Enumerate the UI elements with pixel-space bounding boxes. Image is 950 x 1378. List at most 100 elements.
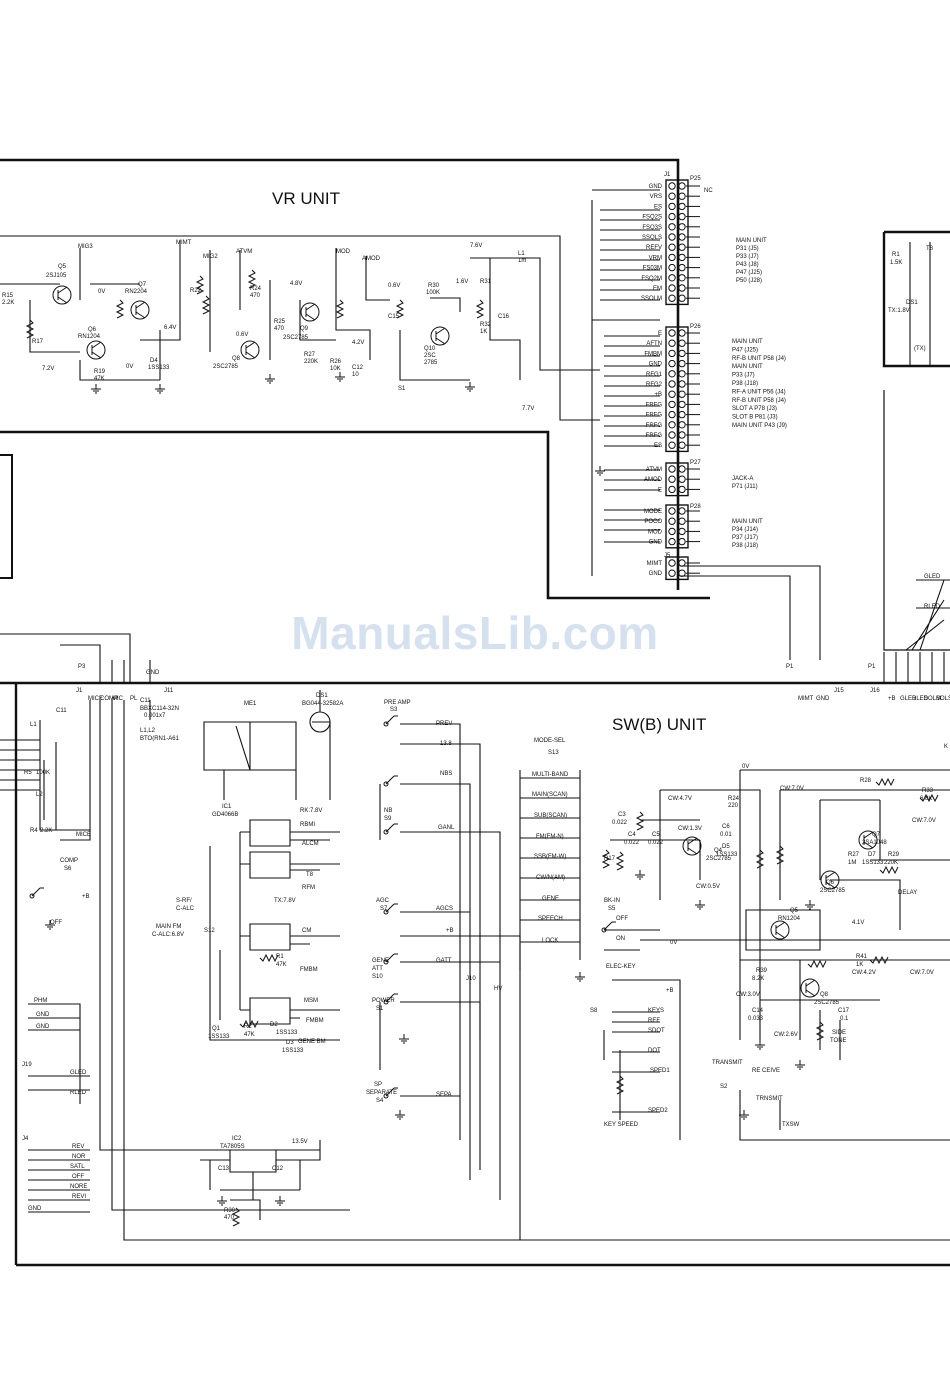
swb-component-label: 2.2K bbox=[40, 828, 52, 834]
swb-component-label: FMBM bbox=[300, 967, 318, 973]
swb-component-label: J16 bbox=[870, 688, 880, 694]
resistor-symbol bbox=[919, 793, 939, 803]
swb-component-label: 0V bbox=[742, 764, 749, 770]
ground-symbol bbox=[739, 1110, 749, 1120]
connector-j3-ref: P71 (J11) bbox=[732, 484, 758, 490]
swb-component-label: R41 bbox=[856, 954, 868, 960]
connector-j2-ref: RF-B UNIT P58 (J4) bbox=[732, 398, 786, 404]
connector-j4-pin bbox=[668, 537, 676, 546]
swb-component-label: (TX) bbox=[914, 346, 926, 352]
swb-component-label: RBMI bbox=[300, 822, 315, 828]
swb-component-label: R30 bbox=[224, 1208, 236, 1214]
connector-j4-housing bbox=[665, 504, 689, 549]
swb-component-label: S7 bbox=[380, 906, 388, 912]
vr-component-label: AMOD bbox=[362, 256, 381, 262]
swb-component-label: Q5 bbox=[790, 908, 799, 914]
swb-component-label: 0.001x7 bbox=[144, 713, 166, 719]
ground-symbol bbox=[275, 1196, 285, 1206]
connector-j4-pin-label: MODE bbox=[644, 509, 662, 515]
swb-component-label: MIMT bbox=[798, 696, 814, 702]
swb-component-label: R5 bbox=[24, 770, 32, 776]
swb-component-label: 100K bbox=[36, 770, 50, 776]
swb-component-label: S1 bbox=[376, 1006, 384, 1012]
swb-component-label: RLED bbox=[70, 1090, 87, 1096]
vr-component-label: S1 bbox=[398, 386, 406, 392]
swb-component-label: 220K bbox=[884, 860, 898, 866]
vr-component-label: 7.7V bbox=[522, 406, 534, 412]
swb-component-label: 1K bbox=[856, 962, 863, 968]
swb-component-label: S8 bbox=[590, 1008, 598, 1014]
swb-component-label: R2 bbox=[244, 1024, 252, 1030]
connector-j3-pin-label: E bbox=[658, 487, 662, 493]
vr-component-label: Q8 bbox=[232, 356, 241, 362]
swb-component-label: 2SC2785 bbox=[820, 888, 846, 894]
swb-component-label: GND bbox=[146, 670, 160, 676]
connector-j2-ref: SLOT B P81 (J3) bbox=[732, 415, 778, 421]
ground-symbol bbox=[695, 900, 705, 910]
vr-component-label: 1m bbox=[518, 258, 526, 264]
swb-component-label: PL bbox=[130, 696, 138, 702]
connector-j3-pin bbox=[678, 485, 686, 494]
swb-component-label: SATL bbox=[70, 1164, 85, 1170]
swb-component-label: J11 bbox=[164, 688, 174, 694]
connector-j2-pin bbox=[668, 441, 676, 449]
connector-j2-ref: P33 (J7) bbox=[732, 373, 755, 379]
swb-component-label: +B bbox=[446, 928, 454, 934]
connector-j1-pin-label: FSQ2S bbox=[642, 215, 662, 221]
vr-component-label: RN2204 bbox=[125, 289, 148, 295]
connector-j1-pin bbox=[668, 223, 676, 231]
connector-j3-pin bbox=[678, 465, 686, 473]
swb-component-label: L2 bbox=[36, 792, 43, 798]
connector-j2-pin bbox=[668, 380, 676, 388]
vr-component-label: C15 bbox=[388, 314, 400, 320]
swb-component-label: Q7 bbox=[872, 832, 881, 838]
connector-p26-name: P26 bbox=[690, 324, 701, 330]
swb-component-label: COMP bbox=[60, 858, 78, 864]
vr-component-label: R26 bbox=[330, 359, 342, 365]
swb-component-label: MIC bbox=[112, 696, 124, 702]
swb-component-label: C5 bbox=[652, 832, 660, 838]
transistor-leads bbox=[805, 979, 816, 997]
vr-component-label: 2SC2785 bbox=[283, 335, 309, 341]
swb-component-label: C11 bbox=[140, 698, 151, 704]
resistor-symbol bbox=[335, 299, 345, 319]
switch-contact bbox=[383, 959, 389, 965]
connector-j1-pin bbox=[668, 263, 676, 272]
vr-component-label: R31 bbox=[480, 279, 492, 285]
vr-component-label: MOD bbox=[336, 249, 351, 255]
swb-component-label: C11 bbox=[56, 708, 67, 714]
connector-j2-pin bbox=[678, 431, 686, 439]
swb-component-label: ALCM bbox=[302, 841, 319, 847]
switch-contact bbox=[383, 721, 389, 727]
swb-component-label: IC1 bbox=[222, 804, 232, 810]
swb-component-label: SIDE bbox=[832, 1030, 846, 1036]
connector-j1-pin bbox=[668, 243, 676, 251]
connector-j2-ref: P47 (J25) bbox=[732, 347, 758, 353]
connector-j2-pin-label: FMBM bbox=[644, 351, 662, 357]
vr-component-label: 4.8V bbox=[290, 281, 302, 287]
connector-j4-pin-label: MOD bbox=[648, 529, 663, 535]
connector-j2-pin-label: FRFG bbox=[646, 413, 663, 419]
connector-j1-housing bbox=[665, 179, 689, 306]
resistor-symbol bbox=[807, 959, 827, 969]
connector-j1-ref: P50 (J28) bbox=[736, 278, 762, 284]
swb-component-label: CW:1.3V bbox=[678, 826, 702, 832]
transistor-leads bbox=[863, 831, 874, 849]
transistor-leads bbox=[825, 871, 836, 889]
resistor-symbol bbox=[615, 1075, 625, 1095]
connector-j1-pin-label: VRM bbox=[649, 255, 662, 261]
vr-component-label: 6.4V bbox=[164, 325, 176, 331]
transistor-leads bbox=[775, 921, 786, 939]
swb-component-label: SPED1 bbox=[650, 1068, 670, 1074]
transistor-leads bbox=[305, 303, 316, 321]
vr-component-label: D4 bbox=[150, 358, 158, 364]
swb-component-label: J10 bbox=[466, 976, 476, 982]
swb-component-label: DELAY bbox=[898, 890, 917, 896]
swb-component-label: TXSW bbox=[782, 1122, 800, 1128]
swb-component-label: 0.1 bbox=[840, 1016, 849, 1022]
ground-symbol bbox=[575, 972, 585, 982]
swb-component-label: +B bbox=[888, 696, 896, 702]
connector-j1-ref: MAIN UNIT bbox=[736, 238, 767, 244]
swb-component-label: 0.022 bbox=[612, 820, 628, 826]
switch-contact bbox=[383, 909, 389, 915]
